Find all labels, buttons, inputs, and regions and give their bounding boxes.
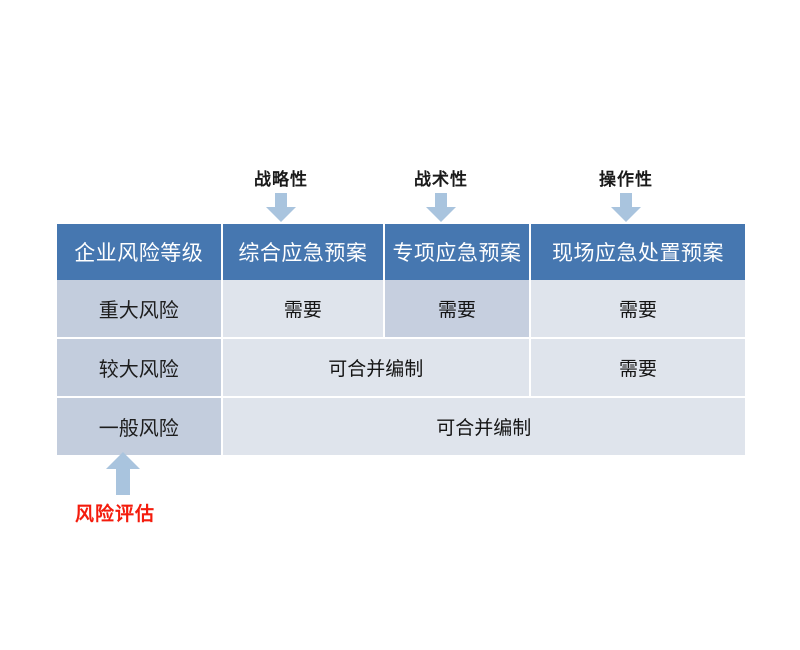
table-row: 一般风险 可合并编制 (57, 398, 745, 455)
arrow-down-icon-tactical (422, 193, 460, 228)
cell-major-comprehensive: 需要 (222, 280, 386, 339)
cell-major-onsite: 需要 (530, 280, 745, 339)
cell-large-onsite: 需要 (530, 339, 745, 398)
column-header-onsite-plan: 现场应急处置预案 (530, 224, 745, 280)
column-header-risk-level: 企业风险等级 (57, 224, 223, 280)
arrow-down-icon-operational (607, 193, 645, 228)
risk-plan-table: 企业风险等级 综合应急预案 专项应急预案 现场应急处置预案 重大风险 需要 需要… (57, 224, 745, 455)
cell-large-merged-plan: 可合并编制 (222, 339, 531, 398)
column-header-special-plan: 专项应急预案 (385, 224, 531, 280)
cell-major-special: 需要 (385, 280, 531, 339)
table-row: 较大风险 可合并编制 需要 (57, 339, 745, 398)
table-header-row: 企业风险等级 综合应急预案 专项应急预案 现场应急处置预案 (57, 224, 745, 280)
annotation-label-operational: 操作性 (599, 170, 653, 189)
row-label-general-risk: 一般风险 (57, 398, 223, 455)
row-label-major-risk: 重大风险 (57, 280, 223, 339)
arrow-down-icon-strategic (262, 193, 300, 228)
arrow-up-icon-risk-assessment (103, 452, 143, 501)
column-header-comprehensive-plan: 综合应急预案 (222, 224, 386, 280)
annotation-label-tactical: 战术性 (414, 170, 468, 189)
table-row: 重大风险 需要 需要 需要 (57, 280, 745, 339)
annotation-label-risk-assessment: 风险评估 (75, 504, 156, 525)
row-label-large-risk: 较大风险 (57, 339, 223, 398)
cell-general-merged-plan: 可合并编制 (222, 398, 745, 455)
annotation-label-strategic: 战略性 (254, 170, 308, 189)
